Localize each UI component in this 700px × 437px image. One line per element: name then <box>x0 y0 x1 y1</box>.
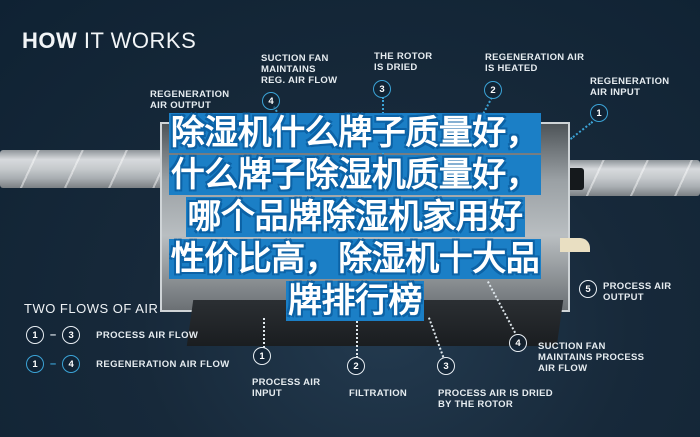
step-4-top-marker: 4 <box>262 92 280 110</box>
label-suction-fan-reg: SUCTION FAN MAINTAINS REG. AIR FLOW <box>261 53 338 86</box>
legend-dash: – <box>50 329 57 341</box>
cream-panel <box>560 238 590 252</box>
step-number: 4 <box>68 358 74 370</box>
step-number: 3 <box>443 360 449 372</box>
legend-title: TWO FLOWS OF AIR <box>24 301 159 316</box>
step-number: 3 <box>68 329 74 341</box>
leader-line-bottom-2 <box>356 318 358 358</box>
page-title: HOW IT WORKS <box>22 28 196 54</box>
legend-from-marker: 1 <box>26 355 44 373</box>
legend-from-marker: 1 <box>26 326 44 344</box>
left-duct <box>0 150 170 188</box>
label-filtration: FILTRATION <box>349 388 408 399</box>
step-number: 1 <box>596 107 602 119</box>
step-1-bottom-marker: 1 <box>253 347 271 365</box>
title-bold: HOW <box>22 28 78 53</box>
legend-row-process: 1 – 3 PROCESS AIR FLOW <box>26 326 198 344</box>
step-number: 1 <box>32 358 38 370</box>
legend-dash: – <box>50 358 57 370</box>
leader-line-bottom-1 <box>263 318 265 348</box>
label-process-dried: PROCESS AIR IS DRIED BY THE ROTOR <box>438 388 553 410</box>
legend-to-marker: 3 <box>62 326 81 344</box>
step-number: 3 <box>379 83 385 95</box>
legend-label-regeneration: REGENERATION AIR FLOW <box>96 358 230 370</box>
step-number: 4 <box>515 337 521 349</box>
step-number: 2 <box>490 84 496 96</box>
label-process-air-output: PROCESS AIR OUTPUT <box>603 281 672 303</box>
legend-to-marker: 4 <box>62 355 81 373</box>
step-number: 1 <box>259 350 265 362</box>
label-rotor-dried: THE ROTOR IS DRIED <box>374 51 433 73</box>
step-2-top-marker: 2 <box>484 81 502 99</box>
label-process-air-input: PROCESS AIR INPUT <box>252 377 321 399</box>
step-3-bottom-marker: 3 <box>437 357 455 375</box>
label-regeneration-air-output: REGENERATION AIR OUTPUT <box>150 89 230 111</box>
step-3-top-marker: 3 <box>373 80 391 98</box>
step-number: 4 <box>268 95 274 107</box>
headline-line-2: 什么牌子除湿机质量好， <box>168 155 542 195</box>
step-number: 5 <box>585 283 591 295</box>
headline-line-5: 牌排行榜 <box>286 281 424 321</box>
step-number: 1 <box>32 329 38 341</box>
step-5-marker: 5 <box>579 280 597 298</box>
headline-line-3: 哪个品牌除湿机家用好 <box>185 197 525 237</box>
step-2-bottom-marker: 2 <box>347 357 365 375</box>
right-duct <box>565 160 700 196</box>
step-1-top-marker: 1 <box>590 104 608 122</box>
step-4-bottom-marker: 4 <box>509 334 527 352</box>
legend-label-process: PROCESS AIR FLOW <box>96 329 199 341</box>
label-suction-fan-process: SUCTION FAN MAINTAINS PROCESS AIR FLOW <box>538 341 645 374</box>
label-regeneration-input: REGENERATION AIR INPUT <box>590 76 670 98</box>
overlay-headline: 除湿机什么牌子质量好， 什么牌子除湿机质量好， 哪个品牌除湿机家用好 性价比高，… <box>112 112 598 322</box>
legend-row-regeneration: 1 – 4 REGENERATION AIR FLOW <box>26 355 230 373</box>
label-regeneration-heated: REGENERATION AIR IS HEATED <box>485 52 585 74</box>
title-rest: IT WORKS <box>77 28 197 53</box>
headline-line-1: 除湿机什么牌子质量好， <box>168 113 542 153</box>
headline-line-4: 性价比高，除湿机十大品 <box>168 239 542 279</box>
step-number: 2 <box>353 360 359 372</box>
